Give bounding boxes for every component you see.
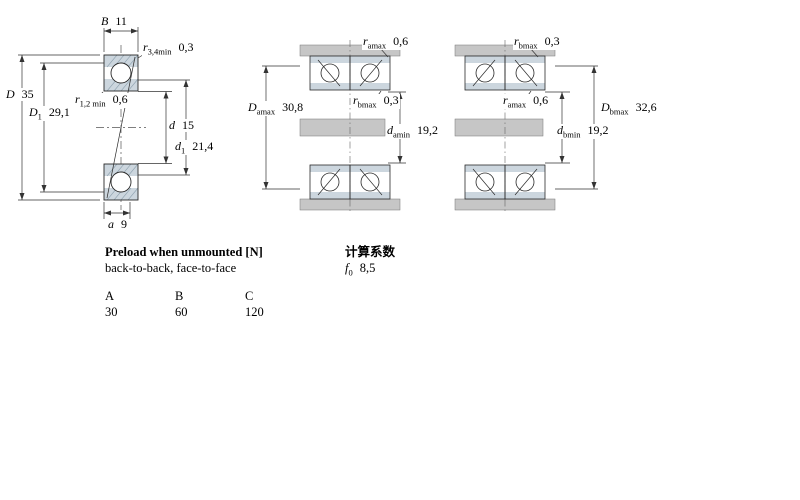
dim-symbol: r: [514, 34, 519, 48]
dim-subscript: 1: [37, 111, 42, 122]
dim-value: 29,1: [48, 105, 70, 119]
calculation-factor-section: 计算系数 f0 8,5: [345, 245, 395, 279]
dim-value: 30,8: [282, 100, 304, 114]
dim-subscript: 0: [348, 267, 353, 278]
dim-value: 9: [121, 217, 127, 231]
preload-value: 60: [175, 305, 188, 320]
dim-value: 0,6: [112, 92, 128, 106]
face-to-face-figure: [454, 40, 598, 214]
dim-symbol: d: [557, 123, 563, 137]
preload-col-header: A: [105, 288, 115, 303]
dim-value: 19,2: [417, 123, 438, 137]
dim-symbol: d: [175, 139, 181, 153]
dim-subscript: 1: [181, 145, 186, 156]
dim-subscript: bmax: [357, 99, 377, 110]
dim-symbol: r: [143, 40, 148, 54]
dim-symbol: d: [387, 123, 393, 137]
dim-subscript: bmax: [518, 40, 538, 51]
dim-symbol: r: [363, 34, 368, 48]
dim-label-D1: D1 29,1: [28, 105, 71, 122]
preload-table-header-row: A B C: [105, 289, 315, 303]
single-bearing-figure: [18, 27, 190, 219]
dim-label-Dbmax: Dbmax 32,6: [600, 100, 658, 117]
dim-label-rbmax-mid: rbmax 0,3: [352, 93, 400, 110]
dim-value: 0,6: [393, 34, 409, 48]
dim-symbol: d: [169, 118, 175, 132]
dim-symbol: D: [248, 100, 257, 114]
dim-value: 32,6: [635, 100, 657, 114]
dim-subscript: amax: [507, 99, 527, 110]
dim-label-dbmin: dbmin 19,2: [556, 123, 610, 140]
dim-subscript: amax: [256, 106, 276, 117]
dim-value: 8,5: [359, 261, 376, 276]
dim-symbol: r: [75, 92, 80, 106]
dim-symbol: D: [6, 87, 15, 101]
dim-value: 35: [21, 87, 34, 101]
preload-section: Preload when unmounted [N] back-to-back,…: [105, 245, 315, 320]
dim-value: 19,2: [587, 123, 609, 137]
dim-label-r34min: r3,4min 0,3: [142, 40, 195, 57]
dim-subscript: amax: [367, 40, 387, 51]
preload-value: 30: [105, 305, 118, 320]
dim-symbol: r: [353, 93, 358, 107]
dim-value: 11: [115, 14, 127, 28]
dim-value: 0,3: [178, 40, 194, 54]
dim-label-bore-d: d 15: [168, 119, 195, 132]
dim-value: 0,3: [383, 93, 399, 107]
dim-label-r12min: r1,2 min 0,6: [74, 92, 129, 109]
dim-label-rbmax-right: rbmax 0,3: [513, 34, 561, 51]
dim-label-ramax-mid: ramax 0,6: [362, 34, 410, 51]
back-to-back-figure: [262, 40, 406, 214]
dim-subscript: bmin: [563, 129, 581, 140]
dim-value: 0,3: [544, 34, 560, 48]
preload-title: Preload when unmounted [N]: [105, 245, 263, 259]
dim-value: 21,4: [192, 139, 214, 153]
dim-subscript: amin: [393, 129, 410, 140]
dim-subscript: 3,4min: [147, 46, 172, 57]
dim-label-ramax-right: ramax 0,6: [502, 93, 550, 110]
dim-subscript: 1,2 min: [79, 98, 106, 109]
preload-col-header: C: [245, 288, 254, 303]
dim-symbol: r: [503, 93, 508, 107]
dim-symbol: f: [345, 261, 349, 276]
dim-label-damin: damin 19,2: [386, 123, 439, 140]
dim-symbol: a: [108, 217, 114, 231]
dim-symbol: D: [601, 100, 610, 114]
preload-value: 120: [245, 305, 264, 320]
preload-table-value-row: 30 60 120: [105, 305, 315, 319]
dim-subscript: bmax: [609, 106, 629, 117]
dim-label-d1: d1 21,4: [174, 139, 215, 156]
calculation-factor-title: 计算系数: [345, 245, 396, 259]
dim-symbol: B: [101, 14, 109, 28]
calculation-factor-f0: f0 8,5: [345, 261, 395, 278]
dim-label-Damax: Damax 30,8: [247, 100, 305, 117]
dim-label-outer-diameter-D: D 35: [5, 88, 35, 101]
dim-value: 15: [182, 118, 194, 132]
dim-symbol: D: [29, 105, 38, 119]
preload-subtitle: back-to-back, face-to-face: [105, 261, 237, 276]
dim-label-width-B: B 11: [100, 15, 128, 28]
dim-value: 0,6: [533, 93, 549, 107]
preload-col-header: B: [175, 288, 184, 303]
